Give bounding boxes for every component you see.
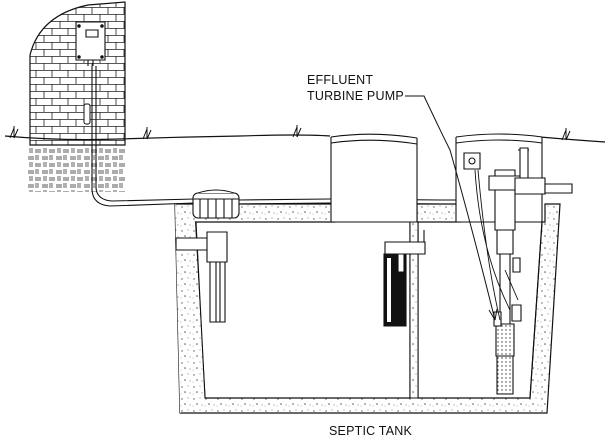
float-switch-icon	[84, 104, 90, 124]
riser-left	[331, 134, 417, 222]
septic-tank-label: SEPTIC TANK	[329, 424, 413, 438]
ground-line	[5, 135, 605, 142]
inlet-lid	[193, 190, 239, 218]
soil-hatch	[28, 146, 126, 192]
turbine-pump-icon	[464, 148, 572, 394]
pump-label-line-1: EFFLUENT	[307, 73, 374, 87]
inlet-tee	[176, 232, 227, 322]
pump-label-line-2: TURBINE PUMP	[307, 89, 404, 103]
pump-leader-line	[405, 96, 495, 320]
effluent-filter-icon	[384, 230, 425, 326]
grass-tufts	[10, 125, 570, 140]
control-panel-icon	[76, 22, 105, 66]
pump-leader-arrow	[489, 309, 497, 320]
